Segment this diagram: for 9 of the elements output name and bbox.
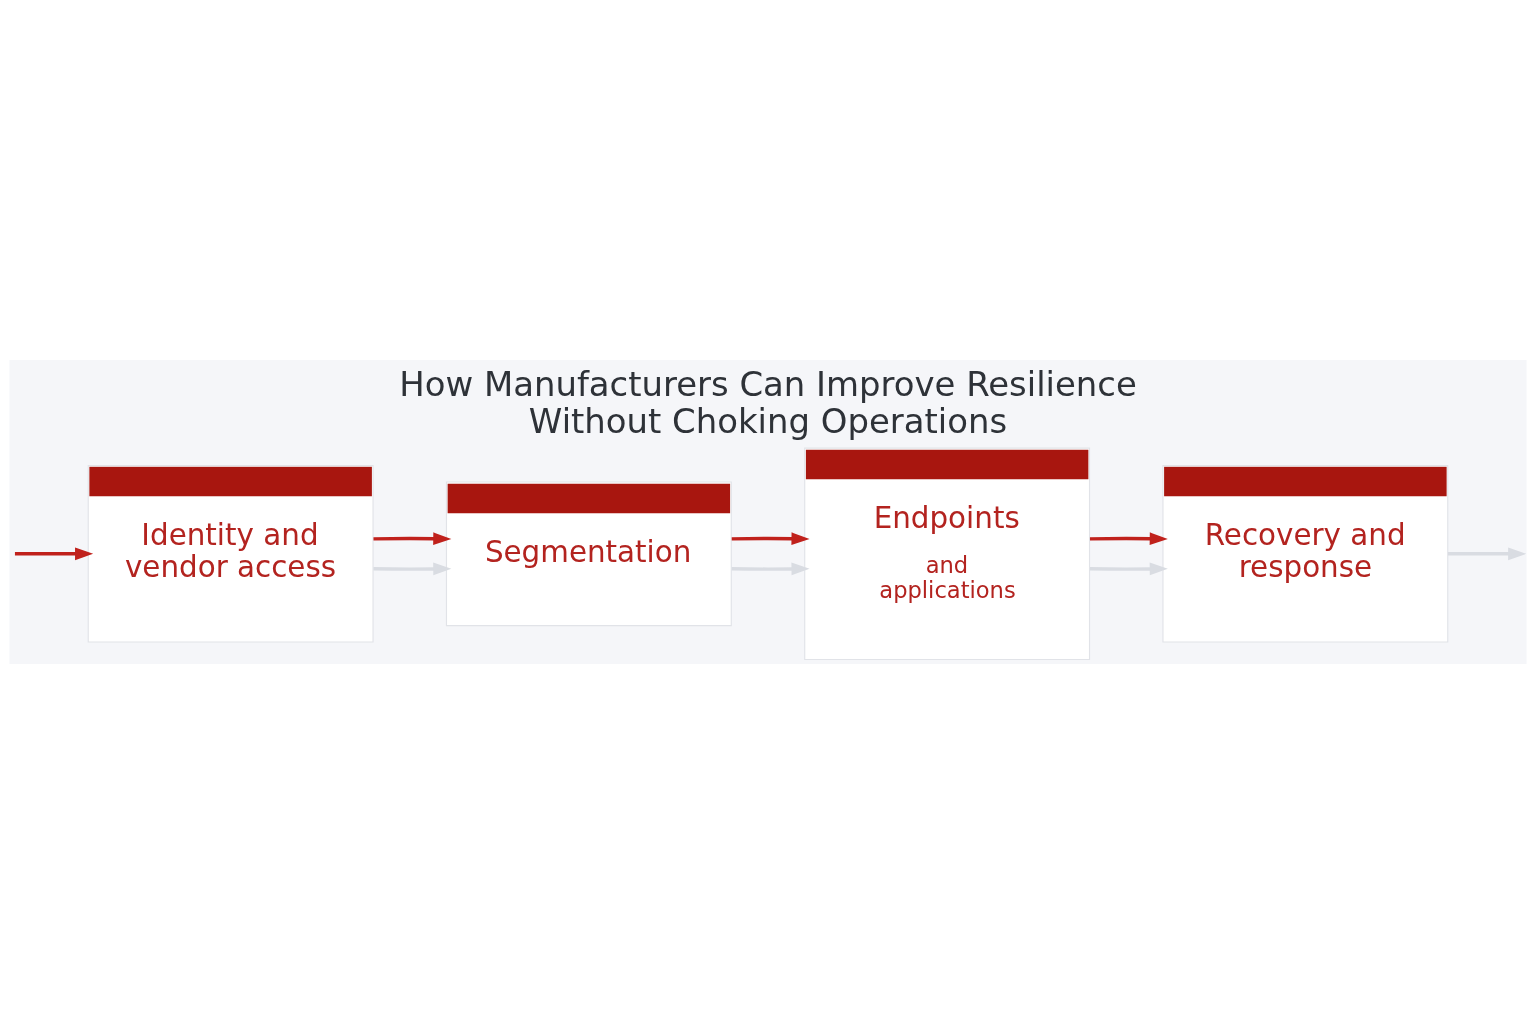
arrow — [373, 532, 452, 545]
arrow — [1089, 562, 1168, 576]
arrow — [373, 562, 452, 576]
diagram-title: How Manufacturers Can Improve Resilience Without Choking Operations — [399, 365, 1137, 442]
arrow — [731, 532, 810, 545]
arrow — [731, 562, 810, 576]
arrow — [1089, 532, 1168, 545]
arrow — [1447, 547, 1527, 561]
arrow — [14, 547, 94, 561]
